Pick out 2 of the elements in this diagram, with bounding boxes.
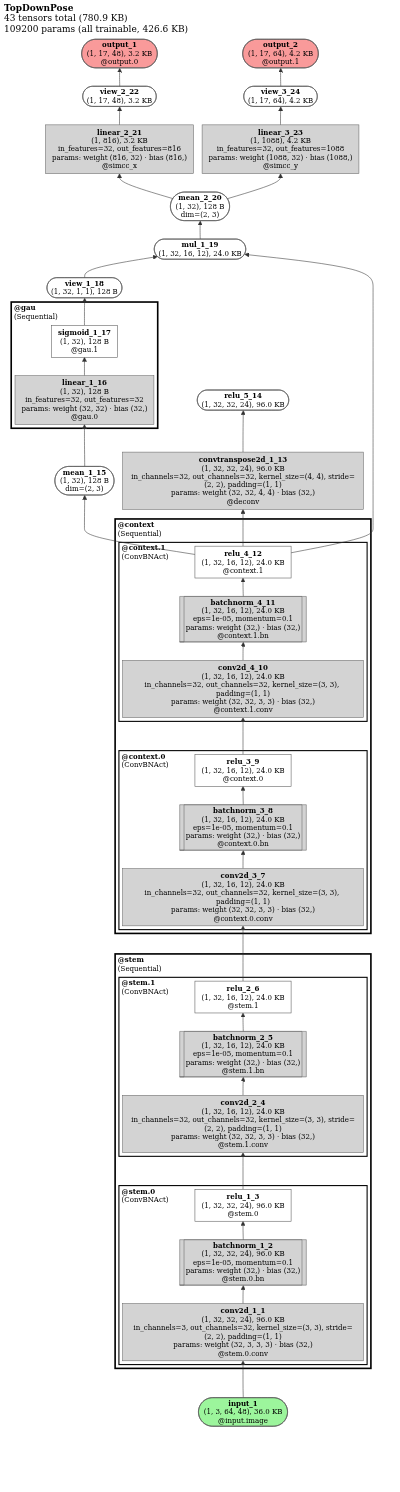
- summary-note: 43 tensors total (780.9 KB): [4, 13, 128, 24]
- diagram-title: TopDownPose: [4, 3, 74, 14]
